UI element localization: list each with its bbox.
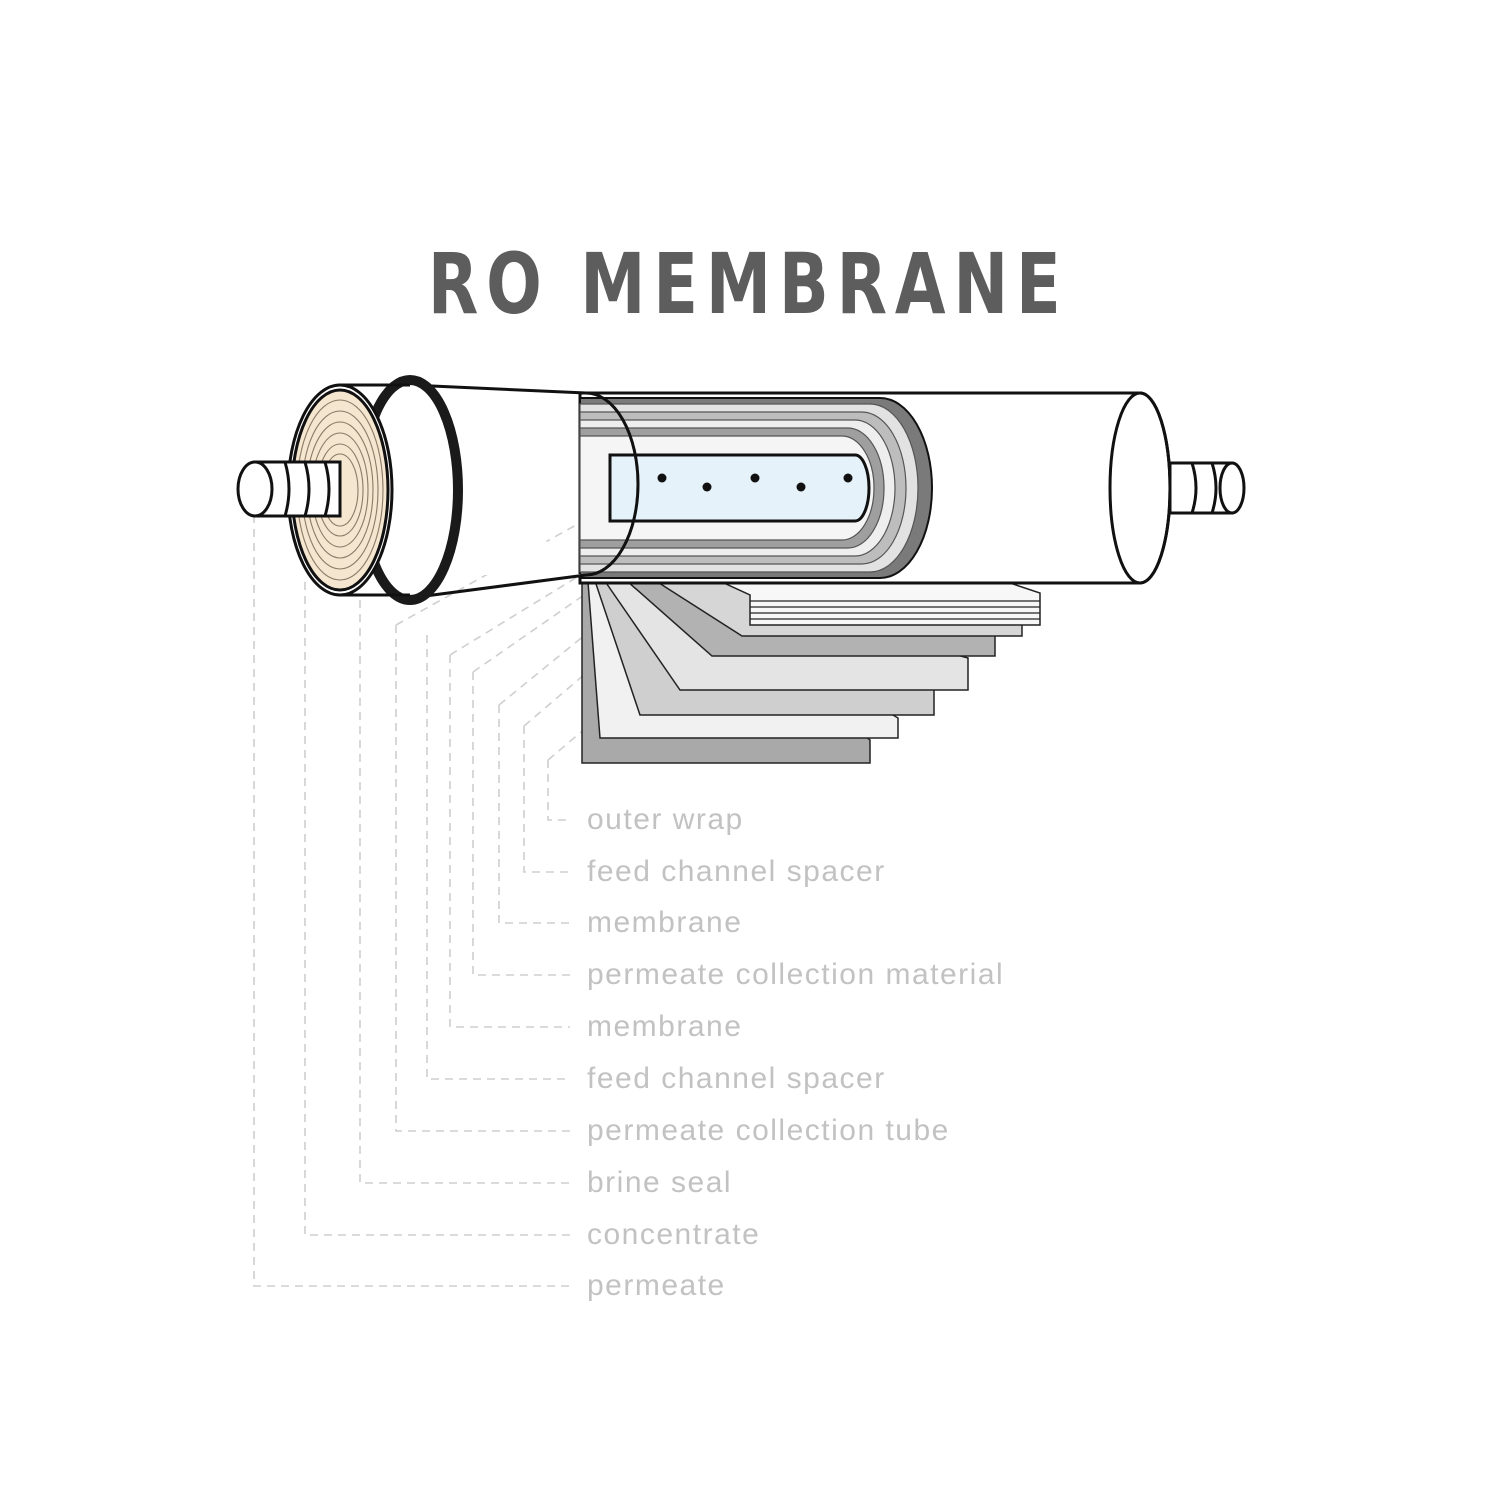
label-feed-channel-spacer: feed channel spacer xyxy=(587,855,886,888)
label-feed-channel-spacer: feed channel spacer xyxy=(587,1062,886,1095)
housing-left xyxy=(236,375,640,605)
leader-feed-channel-spacer-1 xyxy=(523,726,570,873)
right-fitting xyxy=(1168,461,1246,515)
label-permeate: permeate xyxy=(587,1269,726,1302)
tube-holes xyxy=(657,473,853,492)
label-concentrate: concentrate xyxy=(587,1218,761,1251)
diagram-title: RO MEMBRANE xyxy=(427,235,1069,333)
leader-membrane-1 xyxy=(498,705,570,924)
label-membrane: membrane xyxy=(587,906,743,939)
label-permeate-collection-material: permeate collection material xyxy=(587,958,1005,991)
leader-membrane-2 xyxy=(449,655,570,1028)
leader-brine-seal xyxy=(359,600,570,1184)
leader-sheet-diag-3 xyxy=(498,589,641,706)
leader-concentrate xyxy=(304,582,570,1236)
label-permeate-collection-tube: permeate collection tube xyxy=(587,1114,950,1147)
left-fitting xyxy=(236,460,342,518)
leader-outer-wrap xyxy=(547,760,570,821)
permeate-collection-tube xyxy=(608,453,871,523)
sheet-top-edges xyxy=(750,600,1040,620)
cutaway-edge xyxy=(585,391,640,577)
leader-sheet-diag-2 xyxy=(472,569,621,673)
leader-permeate xyxy=(253,515,570,1287)
label-outer-wrap: outer wrap xyxy=(587,803,744,836)
label-brine-seal: brine seal xyxy=(587,1166,733,1199)
label-membrane: membrane xyxy=(587,1010,743,1043)
leader-feed-channel-spacer-2 xyxy=(426,635,570,1080)
rolled-layers xyxy=(579,397,933,579)
leader-permeate-collection-material xyxy=(472,672,570,976)
leader-sheet-diag-1 xyxy=(449,559,606,656)
